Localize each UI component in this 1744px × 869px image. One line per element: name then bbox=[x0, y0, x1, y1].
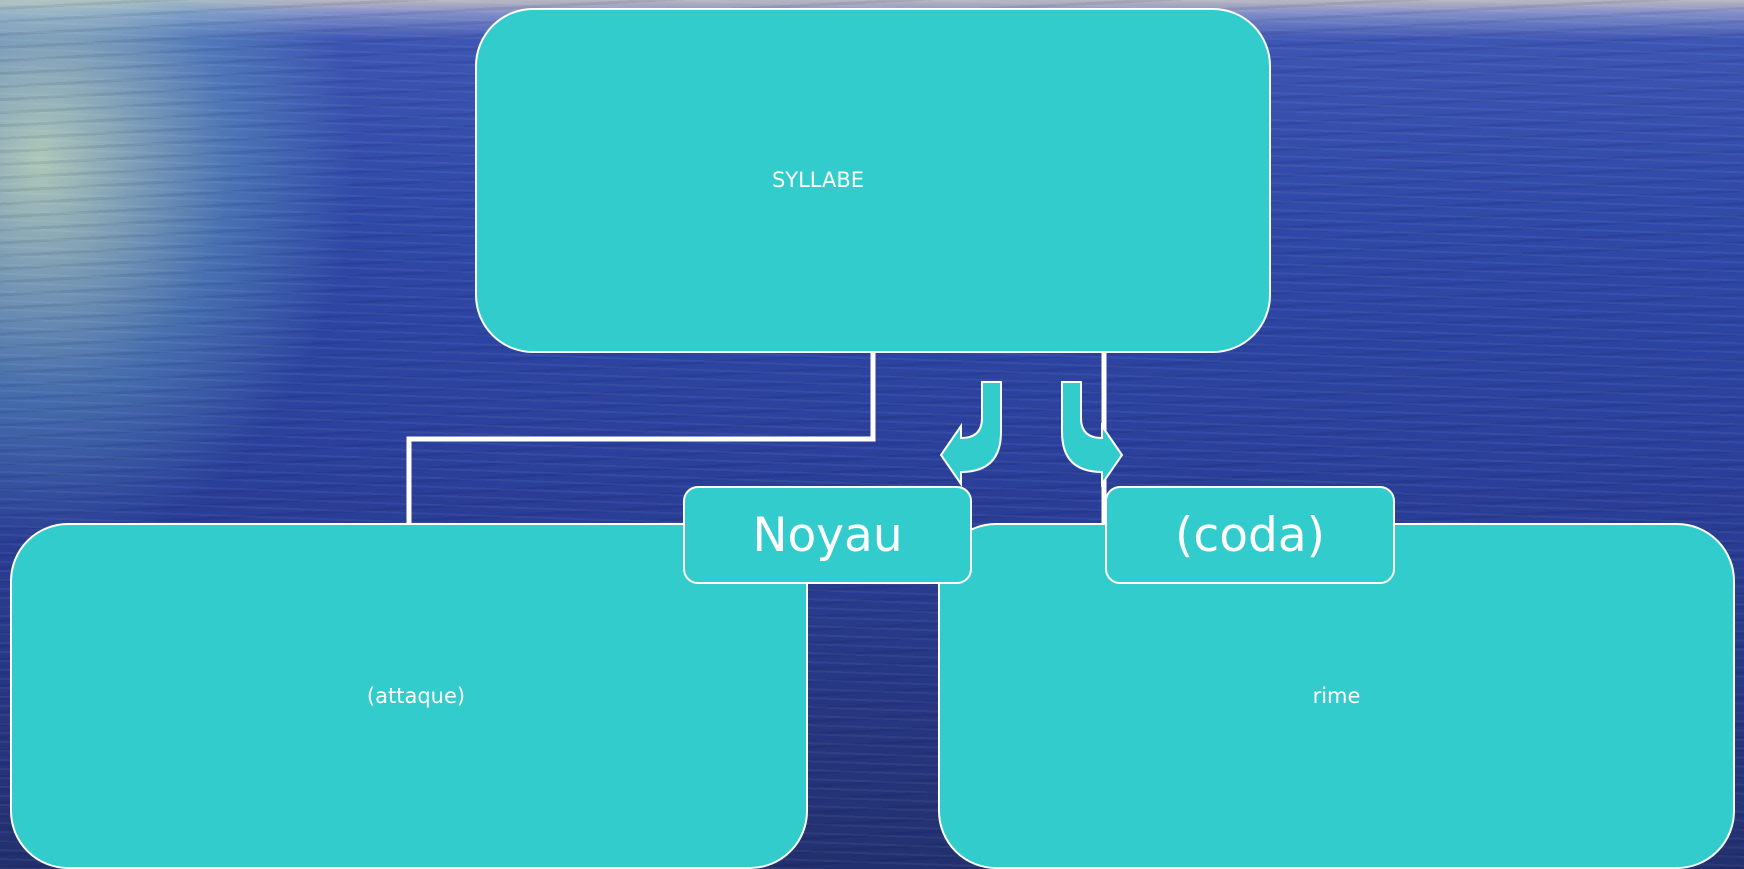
node-coda: (coda) bbox=[1105, 486, 1395, 584]
node-syllabe-label: SYLLABE bbox=[771, 167, 865, 192]
curved-arrow-right-icon bbox=[1061, 381, 1124, 488]
curved-arrow-left-icon bbox=[939, 381, 1002, 488]
node-attaque: (attaque) bbox=[10, 523, 808, 869]
node-attaque-label: (attaque) bbox=[366, 684, 466, 708]
node-coda-label: (coda) bbox=[1175, 507, 1325, 563]
node-syllabe: SYLLABE bbox=[475, 8, 1271, 353]
node-rime-label: rime bbox=[1312, 684, 1361, 708]
node-noyau-label: Noyau bbox=[752, 507, 903, 563]
node-noyau: Noyau bbox=[683, 486, 972, 584]
connector-syllabe-attaque bbox=[406, 352, 876, 525]
